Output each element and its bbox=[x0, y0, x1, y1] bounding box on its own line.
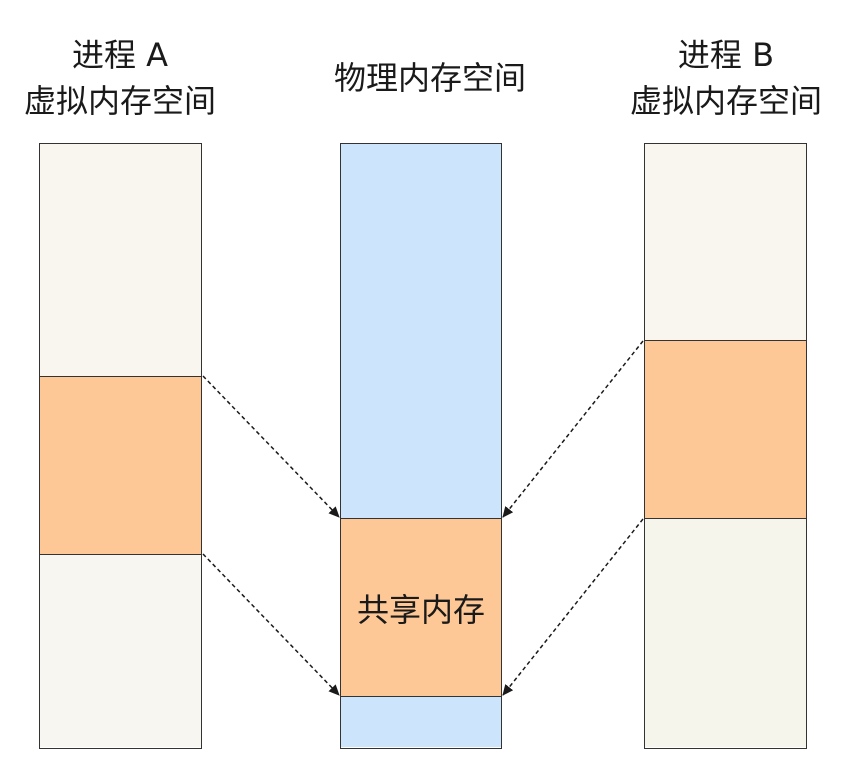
process-b-upper-region bbox=[645, 144, 806, 340]
physical-memory-title: 物理内存空间 bbox=[300, 55, 560, 101]
physical-shared-region: 共享内存 bbox=[341, 518, 501, 696]
process-b-title-line2: 虚拟内存空间 bbox=[629, 82, 822, 120]
process-b-shared-region bbox=[645, 340, 806, 518]
physical-upper-region bbox=[341, 144, 501, 518]
process-a-upper-region bbox=[40, 144, 201, 376]
process-a-memory-column bbox=[39, 143, 202, 749]
physical-lower-region bbox=[341, 696, 501, 747]
arrow-a-top bbox=[202, 375, 340, 518]
physical-memory-title-text: 物理内存空间 bbox=[333, 59, 526, 97]
physical-memory-column: 共享内存 bbox=[340, 143, 502, 749]
process-a-title-line2: 虚拟内存空间 bbox=[23, 82, 216, 120]
process-b-lower-region bbox=[645, 518, 806, 747]
process-b-memory-column bbox=[644, 143, 807, 749]
process-a-shared-region bbox=[40, 376, 201, 554]
process-a-lower-region bbox=[40, 554, 201, 747]
process-a-title: 进程 A 虚拟内存空间 bbox=[0, 32, 240, 124]
arrow-b-top bbox=[502, 340, 644, 518]
arrow-a-bottom bbox=[202, 553, 340, 696]
process-a-title-line1: 进程 A bbox=[71, 36, 169, 74]
shared-memory-label: 共享内存 bbox=[356, 590, 485, 629]
process-b-title-line1: 进程 B bbox=[677, 36, 775, 74]
arrow-b-bottom bbox=[502, 518, 644, 696]
process-b-title: 进程 B 虚拟内存空间 bbox=[606, 32, 846, 124]
